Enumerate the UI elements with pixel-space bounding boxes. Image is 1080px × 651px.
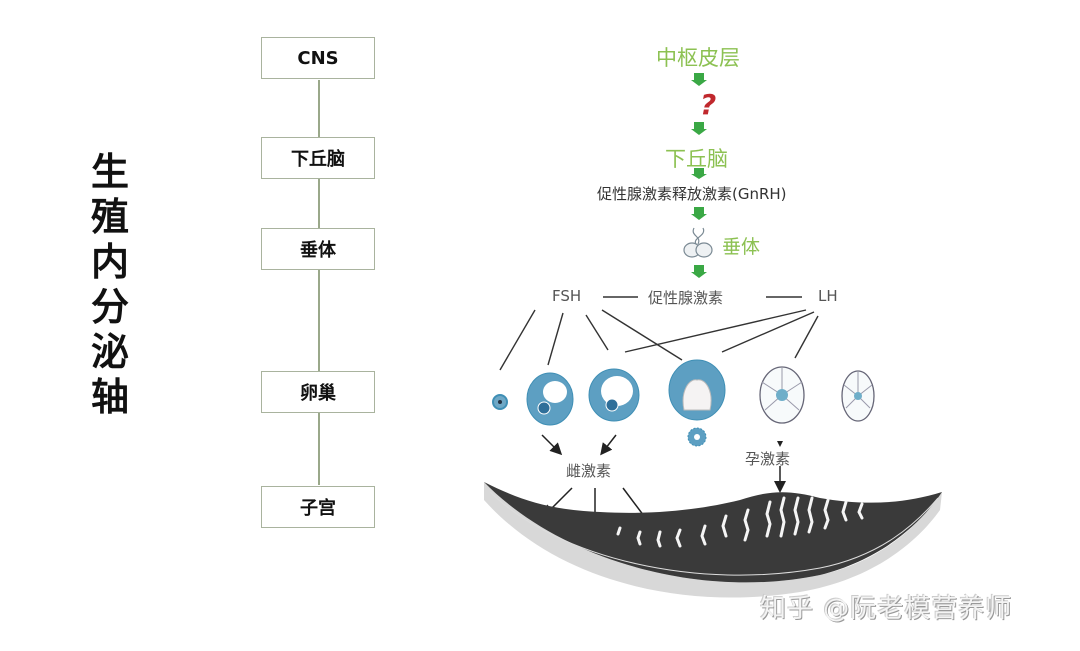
- pituitary-gland-icon: [683, 227, 713, 258]
- hormone-lines: [499, 296, 819, 371]
- title-char: 生: [90, 150, 129, 194]
- question-mark-icon: ?: [700, 88, 717, 121]
- box-cns: CNS: [261, 37, 375, 79]
- title-char: 殖: [90, 195, 129, 239]
- pituitary-label: 垂体: [722, 236, 761, 258]
- estrogen-label: 雌激素: [566, 462, 612, 480]
- box-hypothalamus: 下丘脑: [261, 137, 375, 179]
- cortex-label: 中枢皮层: [656, 46, 740, 70]
- title-char: 分: [90, 285, 129, 329]
- title-char: 泌: [90, 330, 129, 374]
- green-arrows: [691, 73, 707, 278]
- axis-title: 生 殖 内 分 泌 轴: [86, 150, 134, 420]
- follicle-stages: [492, 359, 875, 447]
- box-ovary: 卵巢: [261, 371, 375, 413]
- lh-label: LH: [818, 287, 838, 305]
- watermark: 知乎 @阮老模营养师: [760, 594, 1013, 624]
- box-uterus: 子宫: [261, 486, 375, 528]
- hypothalamus-label: 下丘脑: [665, 147, 728, 171]
- fsh-label: FSH: [552, 287, 582, 305]
- gonadotropin-label: 促性腺激素: [648, 289, 724, 307]
- title-char: 内: [90, 240, 129, 284]
- title-char: 轴: [90, 375, 129, 419]
- progesterone-label: 孕激素: [745, 450, 791, 468]
- axis-connector-line: [318, 80, 320, 485]
- box-pituitary: 垂体: [261, 228, 375, 270]
- gnrh-label: 促性腺激素释放激素(GnRH): [597, 185, 787, 203]
- endometrium-illustration: [484, 482, 942, 598]
